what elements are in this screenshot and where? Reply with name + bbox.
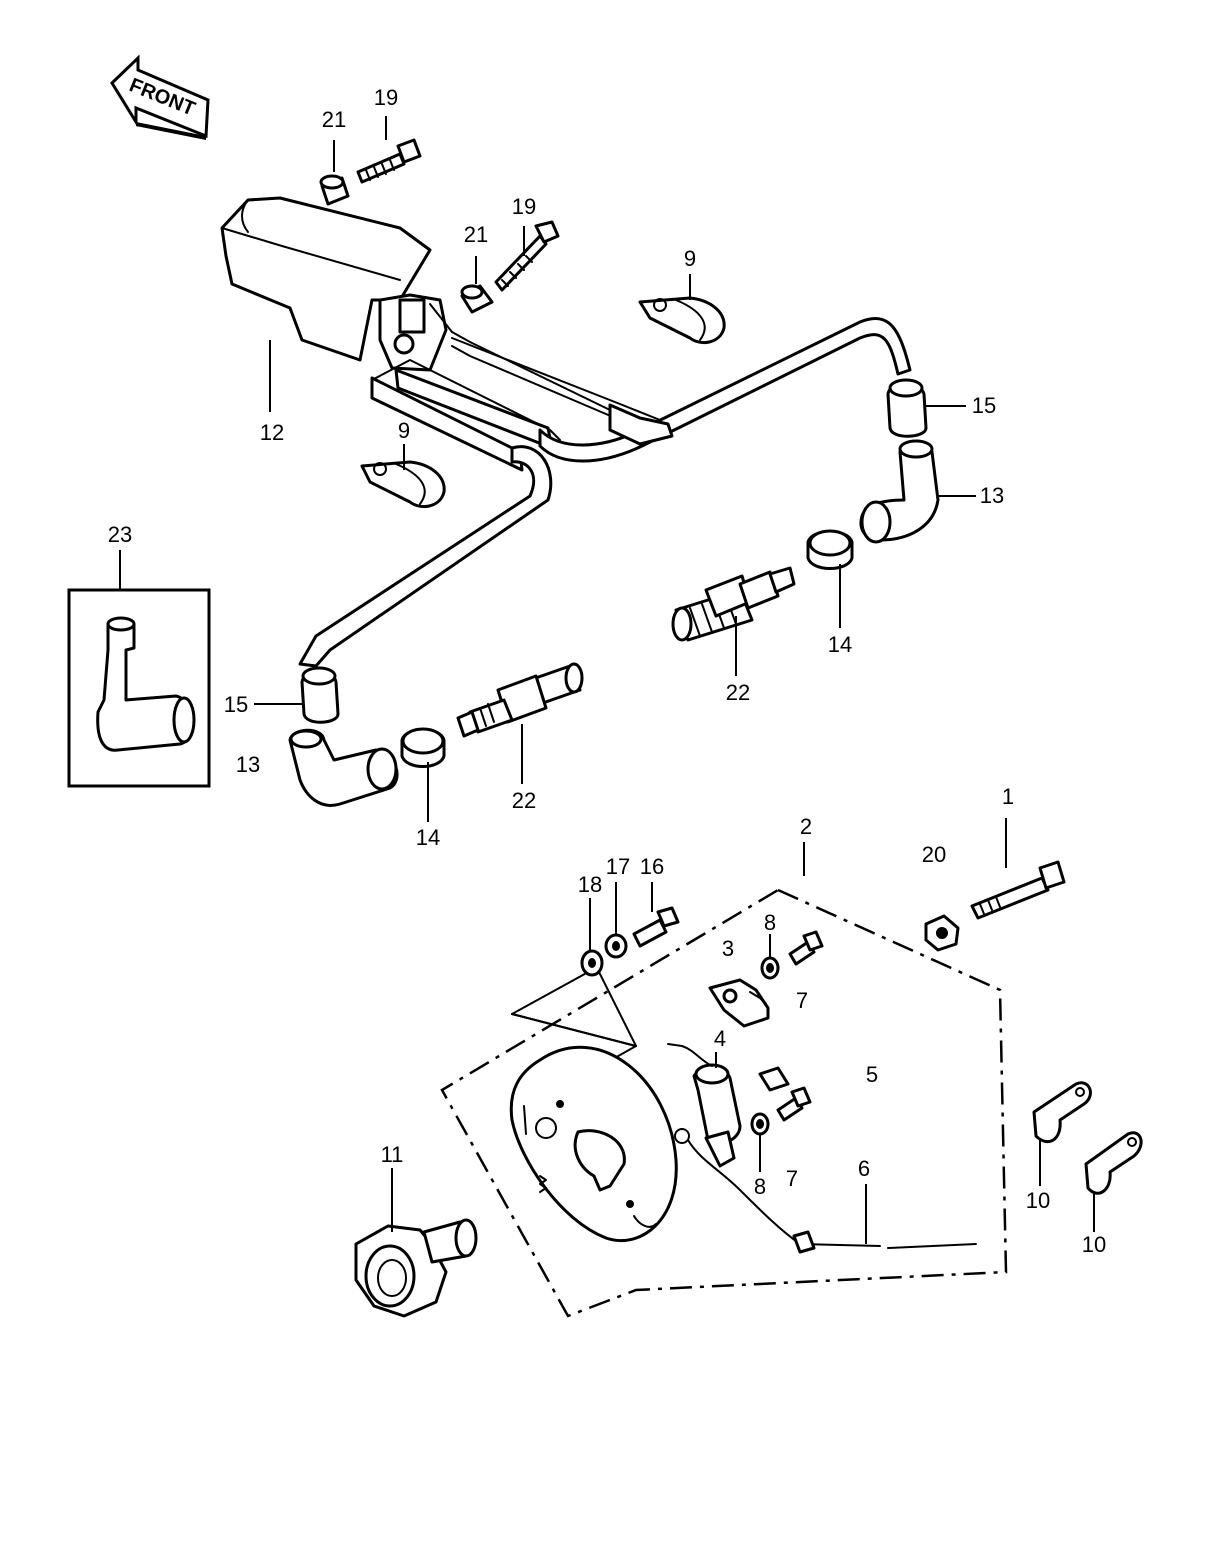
contact-breaker-icon (708, 978, 770, 1028)
callout-14: 14 (828, 632, 852, 657)
callout-9: 9 (684, 246, 696, 271)
condenser-icon (667, 1043, 742, 1168)
callout-12: 12 (260, 420, 284, 445)
callout-labels: 19 21 19 21 9 12 9 15 13 14 22 23 15 13 … (108, 85, 1106, 1257)
callout-14: 14 (416, 825, 440, 850)
callout-22: 22 (726, 680, 750, 705)
washer-icon (580, 949, 604, 977)
callout-18: 18 (578, 872, 602, 897)
callout-13: 13 (236, 752, 260, 777)
callout-23: 23 (108, 522, 132, 547)
callout-13: 13 (980, 483, 1004, 508)
callout-15: 15 (224, 692, 248, 717)
inset-box (67, 588, 211, 788)
plug-cap-icon (859, 439, 940, 544)
clamp-icon (1032, 1081, 1092, 1143)
callout-8: 8 (764, 910, 776, 935)
felt-icon (758, 1066, 790, 1092)
washer-icon (924, 914, 960, 952)
ignition-coil-icon (220, 196, 453, 372)
spark-plug-icon (456, 662, 584, 738)
breaker-plate-icon (509, 1046, 678, 1243)
callout-6: 6 (858, 1156, 870, 1181)
bolt-icon (970, 860, 1066, 920)
callout-21: 21 (322, 107, 346, 132)
callout-20: 20 (922, 842, 946, 867)
assembly-outline (440, 888, 1008, 1318)
callout-7: 7 (786, 1166, 798, 1191)
washer-icon (750, 1112, 770, 1136)
washer-icon (760, 956, 780, 980)
callout-7: 7 (796, 988, 808, 1013)
callout-16: 16 (640, 854, 664, 879)
callout-10: 10 (1026, 1188, 1050, 1213)
callout-17: 17 (606, 854, 630, 879)
plug-cap-icon (96, 616, 196, 752)
clamp-icon (1084, 1131, 1143, 1195)
spark-plug-icon (671, 566, 796, 642)
callout-5: 5 (866, 1062, 878, 1087)
seal-icon (400, 727, 446, 768)
clamp-icon (360, 460, 446, 509)
bolt-icon (632, 906, 680, 948)
advancer-icon (354, 1218, 478, 1318)
callout-1: 1 (1002, 784, 1014, 809)
callout-22: 22 (512, 788, 536, 813)
bolt-icon (494, 220, 560, 292)
callout-10: 10 (1082, 1232, 1106, 1257)
spacer-icon (319, 174, 350, 206)
callout-21: 21 (464, 222, 488, 247)
callout-4: 4 (714, 1026, 726, 1051)
leader-lines (119, 116, 1095, 1244)
front-arrow-icon: FRONT (110, 54, 210, 140)
callout-19: 19 (374, 85, 398, 110)
callout-15: 15 (972, 393, 996, 418)
callout-9: 9 (398, 418, 410, 443)
plug-cap-icon (288, 728, 399, 807)
plug-cap-icon (886, 378, 928, 438)
spacer-icon (460, 284, 494, 314)
clamp-icon (638, 296, 726, 345)
callout-3: 3 (722, 936, 734, 961)
bolt-icon (788, 930, 824, 966)
callout-2: 2 (800, 814, 812, 839)
seal-icon (806, 529, 854, 570)
washer-icon (604, 933, 628, 959)
plug-cap-icon (300, 666, 340, 724)
callout-8: 8 (754, 1174, 766, 1199)
callout-19: 19 (512, 194, 536, 219)
bolt-icon (776, 1086, 812, 1122)
callout-11: 11 (381, 1142, 404, 1167)
lead-wire (687, 1139, 977, 1249)
bolt-icon (356, 138, 422, 184)
